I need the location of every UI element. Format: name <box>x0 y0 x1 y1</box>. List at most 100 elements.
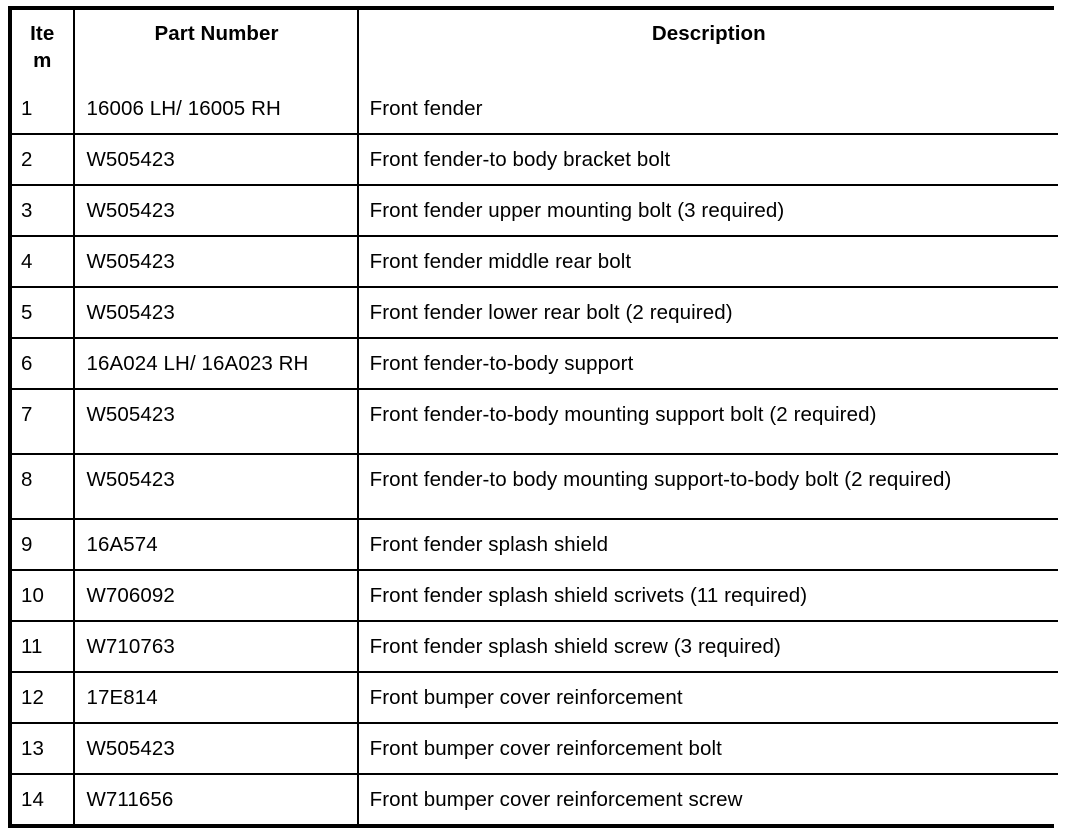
row-description: Front fender splash shield scrivets (11 … <box>369 584 808 607</box>
table-header: Item Part Number Description <box>12 10 1058 84</box>
column-header-item: Item <box>12 10 76 84</box>
row-description-cell: Front fender-to-body mounting support bo… <box>357 389 1058 455</box>
row-description: Front bumper cover reinforcement bolt <box>369 737 722 760</box>
table-row: 2 W505423 Front fender-to body bracket bol… <box>12 134 1058 186</box>
row-part-number-cell: W505423 <box>74 723 359 775</box>
column-header-part-number-label: Part Number <box>154 22 279 45</box>
row-item-number-cell: 9 <box>12 519 76 571</box>
parts-list-table: Item Part Number Description 1 16006 LH/ … <box>12 10 1058 824</box>
row-item-number: 5 <box>21 301 33 324</box>
row-item-number: 13 <box>21 737 45 760</box>
row-item-number: 11 <box>21 635 43 658</box>
row-part-number-cell: W505423 <box>74 389 359 455</box>
row-part-number: W505423 <box>86 301 175 324</box>
row-part-number-cell: W711656 <box>74 774 359 824</box>
row-description-cell: Front fender lower rear bolt (2 required… <box>357 287 1058 339</box>
row-description: Front fender splash shield <box>369 533 609 556</box>
row-description-cell: Front fender-to-body support <box>357 338 1058 390</box>
row-part-number: W505423 <box>86 250 175 273</box>
row-description-cell: Front fender upper mounting bolt (3 requ… <box>357 185 1058 237</box>
column-header-item-label: Item <box>30 22 55 72</box>
row-item-number: 6 <box>21 352 33 375</box>
row-description-cell: Front bumper cover reinforcement bolt <box>357 723 1058 775</box>
table-row: 9 16A574 Front fender splash shield <box>12 519 1058 571</box>
row-description-cell: Front fender middle rear bolt <box>357 236 1058 288</box>
row-item-number: 2 <box>21 148 33 171</box>
column-header-description-label: Description <box>651 22 766 45</box>
row-part-number: W706092 <box>86 584 175 607</box>
page-root: Item Part Number Description 1 16006 LH/ … <box>8 6 1058 828</box>
row-item-number: 3 <box>21 199 33 222</box>
row-item-number-cell: 7 <box>12 389 76 455</box>
table-row: 8 W505423 Front fender-to body mounting su… <box>12 454 1058 520</box>
table-row: 10 W706092 Front fender splash shield scri… <box>12 570 1058 622</box>
row-description-cell: Front fender splash shield screw (3 requ… <box>357 621 1058 673</box>
table-row: 4 W505423 Front fender middle rear bolt <box>12 236 1058 288</box>
row-part-number: W505423 <box>86 403 175 426</box>
parts-table-container: Item Part Number Description 1 16006 LH/ … <box>8 6 1058 828</box>
table-row: 14 W711656 Front bumper cover reinforcemen… <box>12 774 1058 824</box>
row-description: Front fender middle rear bolt <box>369 250 632 273</box>
row-item-number-cell: 4 <box>12 236 76 288</box>
row-part-number-cell: 16006 LH/ 16005 RH <box>74 84 359 135</box>
row-description-cell: Front fender-to body bracket bolt <box>357 134 1058 186</box>
row-part-number: 16A574 <box>86 533 158 556</box>
row-description: Front fender-to-body support <box>369 352 634 375</box>
row-item-number-cell: 10 <box>12 570 76 622</box>
row-part-number-cell: 17E814 <box>74 672 359 724</box>
row-description-cell: Front bumper cover reinforcement <box>357 672 1058 724</box>
row-item-number-cell: 2 <box>12 134 76 186</box>
row-description: Front fender <box>369 97 483 120</box>
row-part-number: 16006 LH/ 16005 RH <box>86 97 281 120</box>
row-item-number: 4 <box>21 250 33 273</box>
row-description-cell: Front fender <box>357 84 1058 135</box>
table-row: 11 W710763 Front fender splash shield scre… <box>12 621 1058 673</box>
row-description: Front fender-to-body mounting support bo… <box>369 403 877 426</box>
row-part-number-cell: W505423 <box>74 287 359 339</box>
row-description-cell: Front fender-to body mounting support-to… <box>357 454 1058 520</box>
row-part-number: W505423 <box>86 148 175 171</box>
row-item-number-cell: 8 <box>12 454 76 520</box>
row-item-number: 7 <box>21 403 33 426</box>
row-part-number-cell: W505423 <box>74 236 359 288</box>
row-item-number: 8 <box>21 468 33 491</box>
row-part-number: 17E814 <box>86 686 158 709</box>
row-description: Front fender-to body mounting support-to… <box>369 468 952 491</box>
row-part-number-cell: 16A574 <box>74 519 359 571</box>
row-item-number-cell: 3 <box>12 185 76 237</box>
row-part-number: W710763 <box>86 635 175 658</box>
row-item-number: 9 <box>21 533 33 556</box>
row-description: Front bumper cover reinforcement screw <box>369 788 743 811</box>
row-part-number: W711656 <box>86 788 174 811</box>
row-item-number-cell: 11 <box>12 621 76 673</box>
row-item-number-cell: 14 <box>12 774 76 824</box>
row-description: Front fender upper mounting bolt (3 requ… <box>369 199 785 222</box>
table-row: 1 16006 LH/ 16005 RH Front fender <box>12 84 1058 135</box>
table-header-row: Item Part Number Description <box>12 10 1058 84</box>
row-part-number-cell: W505423 <box>74 454 359 520</box>
row-description: Front fender splash shield screw (3 requ… <box>369 635 781 658</box>
table-row: 13 W505423 Front bumper cover reinforcemen… <box>12 723 1058 775</box>
row-item-number: 12 <box>21 686 45 709</box>
row-description: Front fender-to body bracket bolt <box>369 148 671 171</box>
column-header-description: Description <box>357 10 1058 84</box>
row-description-cell: Front fender splash shield scrivets (11 … <box>357 570 1058 622</box>
row-description: Front fender lower rear bolt (2 required… <box>369 301 733 324</box>
table-row: 5 W505423 Front fender lower rear bolt (2 … <box>12 287 1058 339</box>
row-item-number-cell: 6 <box>12 338 76 390</box>
row-part-number-cell: W505423 <box>74 134 359 186</box>
row-description-cell: Front bumper cover reinforcement screw <box>357 774 1058 824</box>
column-header-part-number: Part Number <box>74 10 359 84</box>
row-part-number-cell: 16A024 LH/ 16A023 RH <box>74 338 359 390</box>
row-item-number-cell: 5 <box>12 287 76 339</box>
row-item-number-cell: 13 <box>12 723 76 775</box>
table-row: 6 16A024 LH/ 16A023 RH Front fender-to-bod… <box>12 338 1058 390</box>
row-item-number: 1 <box>21 97 33 120</box>
row-part-number: W505423 <box>86 199 175 222</box>
row-part-number-cell: W706092 <box>74 570 359 622</box>
row-part-number: 16A024 LH/ 16A023 RH <box>86 352 309 375</box>
table-row: 7 W505423 Front fender-to-body mounting su… <box>12 389 1058 455</box>
table-row: 3 W505423 Front fender upper mounting bolt… <box>12 185 1058 237</box>
table-row: 12 17E814 Front bumper cover reinforcement <box>12 672 1058 724</box>
